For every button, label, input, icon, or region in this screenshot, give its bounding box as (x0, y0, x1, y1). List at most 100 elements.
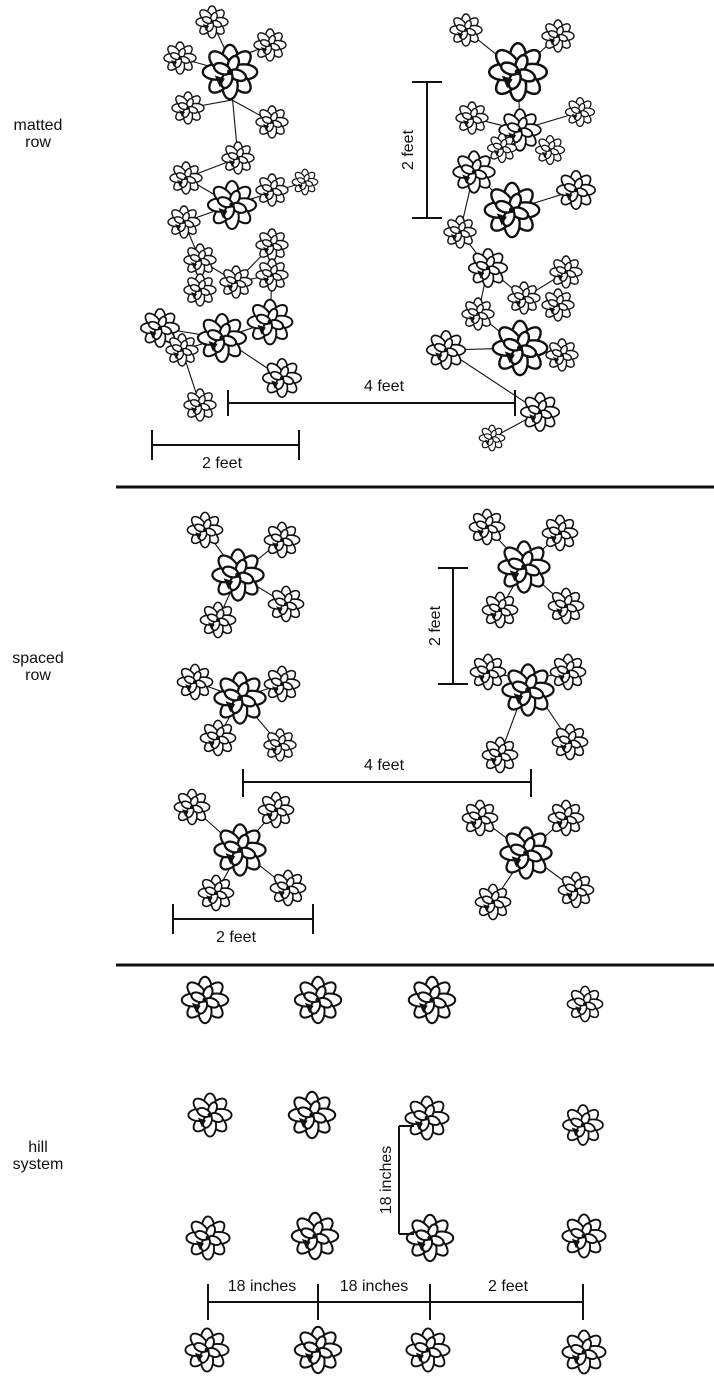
strawberry-plant (290, 1211, 340, 1261)
strawberry-plant (176, 663, 214, 701)
strawberry-plant (183, 243, 217, 277)
strawberry-plant (547, 799, 585, 837)
strawberry-plant (501, 663, 555, 717)
strawberry-plant (197, 874, 235, 912)
strawberry-plant (206, 179, 258, 231)
strawberry-plant (185, 1215, 231, 1261)
strawberry-plant (562, 1104, 604, 1146)
hill-between-measure (207, 1284, 584, 1320)
spaced-row-label-2: row (25, 667, 51, 684)
strawberry-plant (257, 791, 295, 829)
spaced-row-spacing-label: 4 feet (364, 757, 405, 774)
spaced-width-label: 2 feet (216, 929, 257, 946)
strawberry-plant (183, 388, 217, 422)
matted-row-spacing-label: 4 feet (364, 378, 405, 395)
spaced-plant-spacing-measure (438, 567, 468, 685)
strawberry-plant (478, 424, 506, 452)
strawberry-plant (467, 247, 509, 289)
strawberry-plant (469, 653, 507, 691)
strawberry-plant (201, 43, 259, 101)
strawberry-plant (196, 312, 248, 364)
strawberry-plant (561, 1213, 607, 1259)
strawberry-plant (486, 132, 518, 164)
strawberry-plant (541, 288, 575, 322)
strawberry-plant (195, 5, 229, 39)
strawberry-plant (163, 41, 197, 75)
strawberry-plant (293, 975, 343, 1025)
matted-row-label: matted (14, 117, 63, 134)
strawberry-plant (213, 823, 267, 877)
strawberry-plant (549, 255, 583, 289)
strawberry-plant (547, 587, 585, 625)
strawberry-plant (255, 105, 289, 139)
strawberry-plant (293, 1325, 343, 1375)
strawberry-plant (404, 1095, 450, 1141)
strawberry-plant (263, 728, 297, 762)
strawberry-plant (461, 799, 499, 837)
matted-plant-spacing-measure (412, 81, 442, 219)
strawberry-plant (449, 13, 483, 47)
strawberry-plant (186, 511, 224, 549)
strawberry-plant (487, 41, 549, 103)
strawberry-plant (269, 869, 307, 907)
strawberry-plant (545, 338, 579, 372)
strawberry-plant (199, 601, 237, 639)
strawberry-plant (474, 883, 512, 921)
strawberry-plant (455, 101, 489, 135)
strawberry-plant (171, 91, 205, 125)
strawberry-plant (541, 19, 575, 53)
strawberry-plant (405, 1213, 455, 1263)
strawberry-plant (211, 548, 265, 602)
matted-width-label: 2 feet (202, 455, 243, 472)
strawberry-plant (253, 28, 287, 62)
strawberry-plant (165, 333, 199, 367)
strawberry-plant (507, 281, 541, 315)
strawberry-plant (443, 215, 477, 249)
strawberry-plant (180, 975, 230, 1025)
strawberry-plant (287, 1090, 337, 1140)
strawberry-plant (167, 205, 201, 239)
matted-row-spacing-measure (227, 390, 516, 416)
strawberry-plant (497, 540, 551, 594)
strawberry-plant (263, 665, 301, 703)
matted-width-measure (151, 430, 300, 460)
strawberry-plant (169, 161, 203, 195)
matted-plant-spacing-label: 2 feet (400, 129, 417, 170)
strawberry-plant (199, 719, 237, 757)
strawberry-plant (549, 653, 587, 691)
strawberry-plant (263, 521, 301, 559)
strawberry-plant (499, 826, 553, 880)
spaced-row-label: spaced (12, 650, 64, 667)
strawberry-plant (534, 134, 566, 166)
strawberry-plant (407, 975, 457, 1025)
strawberry-plant (541, 514, 579, 552)
spaced-row-spacing-measure (242, 769, 532, 797)
strawberry-plant (461, 297, 495, 331)
hill-system-label-2: system (13, 1156, 64, 1173)
strawberry-plant (173, 788, 211, 826)
strawberry-plant (219, 265, 253, 299)
strawberry-plant (557, 871, 595, 909)
strawberry-plant (468, 508, 506, 546)
spaced-plant-spacing-label: 2 feet (427, 605, 444, 646)
strawberry-plant (221, 141, 255, 175)
strawberry-plant (452, 150, 496, 194)
strawberry-plant (519, 391, 561, 433)
spaced-width-measure (172, 904, 314, 934)
strawberry-plant (425, 329, 467, 371)
strawberry-plant (246, 298, 294, 346)
hill-in-row-label: 18 inches (378, 1146, 395, 1215)
strawberry-plant (481, 591, 519, 629)
strawberry-plant (561, 1329, 607, 1375)
strawberry-plant (261, 357, 303, 399)
strawberry-plant (213, 671, 267, 725)
strawberry-plant (481, 736, 519, 774)
strawberry-plant (187, 1092, 233, 1138)
hill-aisle-label: 2 feet (488, 1278, 529, 1295)
strawberry-plant (184, 1327, 230, 1373)
strawberry-plant (267, 585, 305, 623)
strawberry-plant (566, 985, 604, 1023)
strawberry-plant (555, 169, 597, 211)
matted-row-label-2: row (25, 134, 51, 151)
